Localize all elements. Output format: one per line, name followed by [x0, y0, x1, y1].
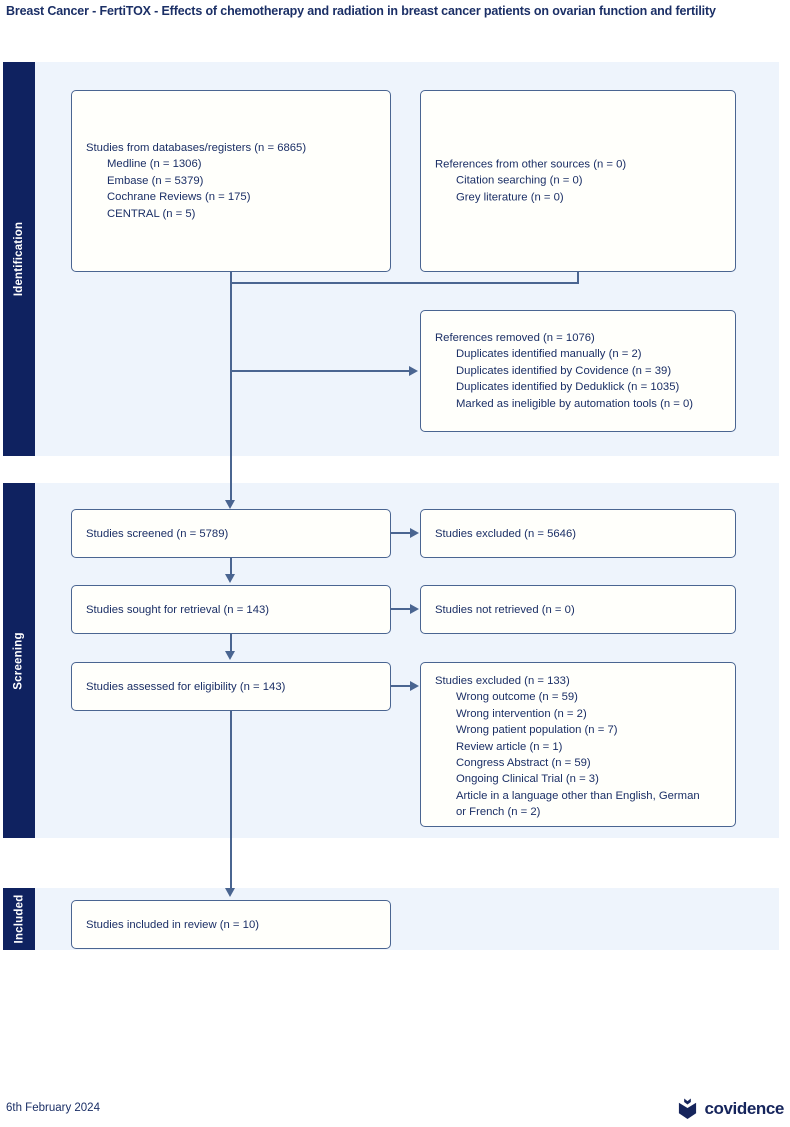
box-sub-line: CENTRAL (n = 5): [107, 207, 196, 220]
box-studies-screened-body: Studies screened (n = 5789): [86, 525, 382, 541]
box-studies-sought-for-retrieval: Studies sought for retrieval (n = 143): [71, 585, 391, 634]
box-studies-sought-for-retrieval-body: Studies sought for retrieval (n = 143): [86, 601, 382, 617]
box-studies-excluded-screening: Studies excluded (n = 5646): [420, 509, 736, 558]
connector-sought-to-not-retrieved: [391, 608, 411, 610]
box-studies-excluded-eligibility-body: Studies excluded (n = 133) Wrong outcome…: [435, 673, 727, 820]
arrow-to-studies-excluded-eligibility: [410, 680, 419, 691]
box-main-line: Studies assessed for eligibility (n = 14…: [86, 680, 286, 693]
connector-screened-to-sought: [230, 558, 232, 575]
box-references-other-sources-body: References from other sources (n = 0) Ci…: [435, 156, 727, 205]
box-studies-screened: Studies screened (n = 5789): [71, 509, 391, 558]
arrow-to-studies-sought: [225, 574, 235, 583]
connector-eligibility-to-excluded: [391, 685, 411, 687]
box-references-other-sources: References from other sources (n = 0) Ci…: [420, 90, 736, 272]
box-studies-from-databases-body: Studies from databases/registers (n = 68…: [86, 140, 382, 222]
connector-other-sources-down: [577, 272, 579, 284]
connector-eligibility-to-included: [230, 711, 232, 891]
covidence-logo-text: covidence: [704, 1099, 784, 1118]
box-studies-assessed-for-eligibility: Studies assessed for eligibility (n = 14…: [71, 662, 391, 711]
box-main-line: References removed (n = 1076): [435, 332, 595, 345]
arrow-to-studies-assessed: [225, 651, 235, 660]
box-sub-line: Citation searching (n = 0): [456, 174, 583, 187]
box-studies-included-in-review-body: Studies included in review (n = 10): [86, 916, 382, 932]
box-sub-line: Duplicates identified manually (n = 2): [456, 348, 642, 361]
arrow-to-references-removed: [409, 365, 418, 376]
footer-date: 6th February 2024: [6, 1102, 100, 1114]
box-studies-excluded-screening-body: Studies excluded (n = 5646): [435, 525, 727, 541]
box-sub-line: Wrong outcome (n = 59): [456, 691, 578, 704]
connector-screened-to-excluded: [391, 532, 411, 534]
stage-label-screening-text: Screening: [13, 631, 25, 690]
stage-label-included-text: Included: [13, 894, 26, 944]
box-sub-line: Wrong patient population (n = 7): [456, 724, 618, 737]
stage-label-included: Included: [3, 888, 35, 950]
box-sub-line: Cochrane Reviews (n = 175): [107, 191, 251, 204]
box-studies-included-in-review: Studies included in review (n = 10): [71, 900, 391, 949]
stage-label-identification-text: Identification: [13, 221, 26, 297]
box-main-line: Studies excluded (n = 5646): [435, 527, 576, 540]
box-sub-line: Medline (n = 1306): [107, 158, 202, 171]
box-sub-line: Embase (n = 5379): [107, 174, 204, 187]
box-references-removed: References removed (n = 1076) Duplicates…: [420, 310, 736, 432]
arrow-to-studies-excluded-screening: [410, 527, 419, 538]
arrow-to-studies-included: [225, 888, 235, 897]
box-sub-line: Marked as ineligible by automation tools…: [456, 397, 694, 410]
connector-join-horizontal: [230, 282, 579, 284]
stage-label-screening: Screening: [3, 483, 35, 838]
box-sub-line: Duplicates identified by Deduklick (n = …: [456, 381, 680, 394]
box-main-line: Studies excluded (n = 133): [435, 675, 570, 687]
arrow-to-studies-screened: [225, 500, 235, 509]
box-sub-line: Article in a language other than English…: [456, 789, 700, 802]
box-sub-line: Grey literature (n = 0): [456, 191, 564, 204]
box-sub-line: or French (n = 2): [456, 806, 541, 818]
box-references-removed-body: References removed (n = 1076) Duplicates…: [435, 330, 727, 412]
box-main-line: Studies included in review (n = 10): [86, 918, 260, 931]
box-sub-line: Wrong intervention (n = 2): [456, 707, 587, 720]
covidence-logo: covidence: [677, 1098, 784, 1120]
box-main-line: References from other sources (n = 0): [435, 158, 627, 171]
box-studies-not-retrieved-body: Studies not retrieved (n = 0): [435, 601, 727, 617]
box-main-line: Studies from databases/registers (n = 68…: [86, 142, 307, 155]
box-sub-line: Duplicates identified by Covidence (n = …: [456, 364, 672, 377]
box-sub-line: Ongoing Clinical Trial (n = 3): [456, 773, 599, 786]
box-main-line: Studies sought for retrieval (n = 143): [86, 603, 270, 616]
box-main-line: Studies not retrieved (n = 0): [435, 603, 575, 616]
box-studies-not-retrieved: Studies not retrieved (n = 0): [420, 585, 736, 634]
connector-databases-down: [230, 272, 232, 284]
box-studies-excluded-eligibility: Studies excluded (n = 133) Wrong outcome…: [420, 662, 736, 827]
connector-to-references-removed: [230, 370, 410, 372]
connector-identification-spine: [230, 282, 232, 503]
box-studies-assessed-for-eligibility-body: Studies assessed for eligibility (n = 14…: [86, 678, 382, 694]
box-sub-line: Review article (n = 1): [456, 740, 563, 753]
stage-label-identification: Identification: [3, 62, 35, 456]
connector-sought-to-eligibility: [230, 634, 232, 652]
box-sub-line: Congress Abstract (n = 59): [456, 756, 591, 769]
covidence-shield-icon: [677, 1098, 698, 1120]
box-main-line: Studies screened (n = 5789): [86, 527, 229, 540]
page-title: Breast Cancer - FertiTOX - Effects of ch…: [6, 4, 716, 18]
arrow-to-studies-not-retrieved: [410, 603, 419, 614]
box-studies-from-databases: Studies from databases/registers (n = 68…: [71, 90, 391, 272]
